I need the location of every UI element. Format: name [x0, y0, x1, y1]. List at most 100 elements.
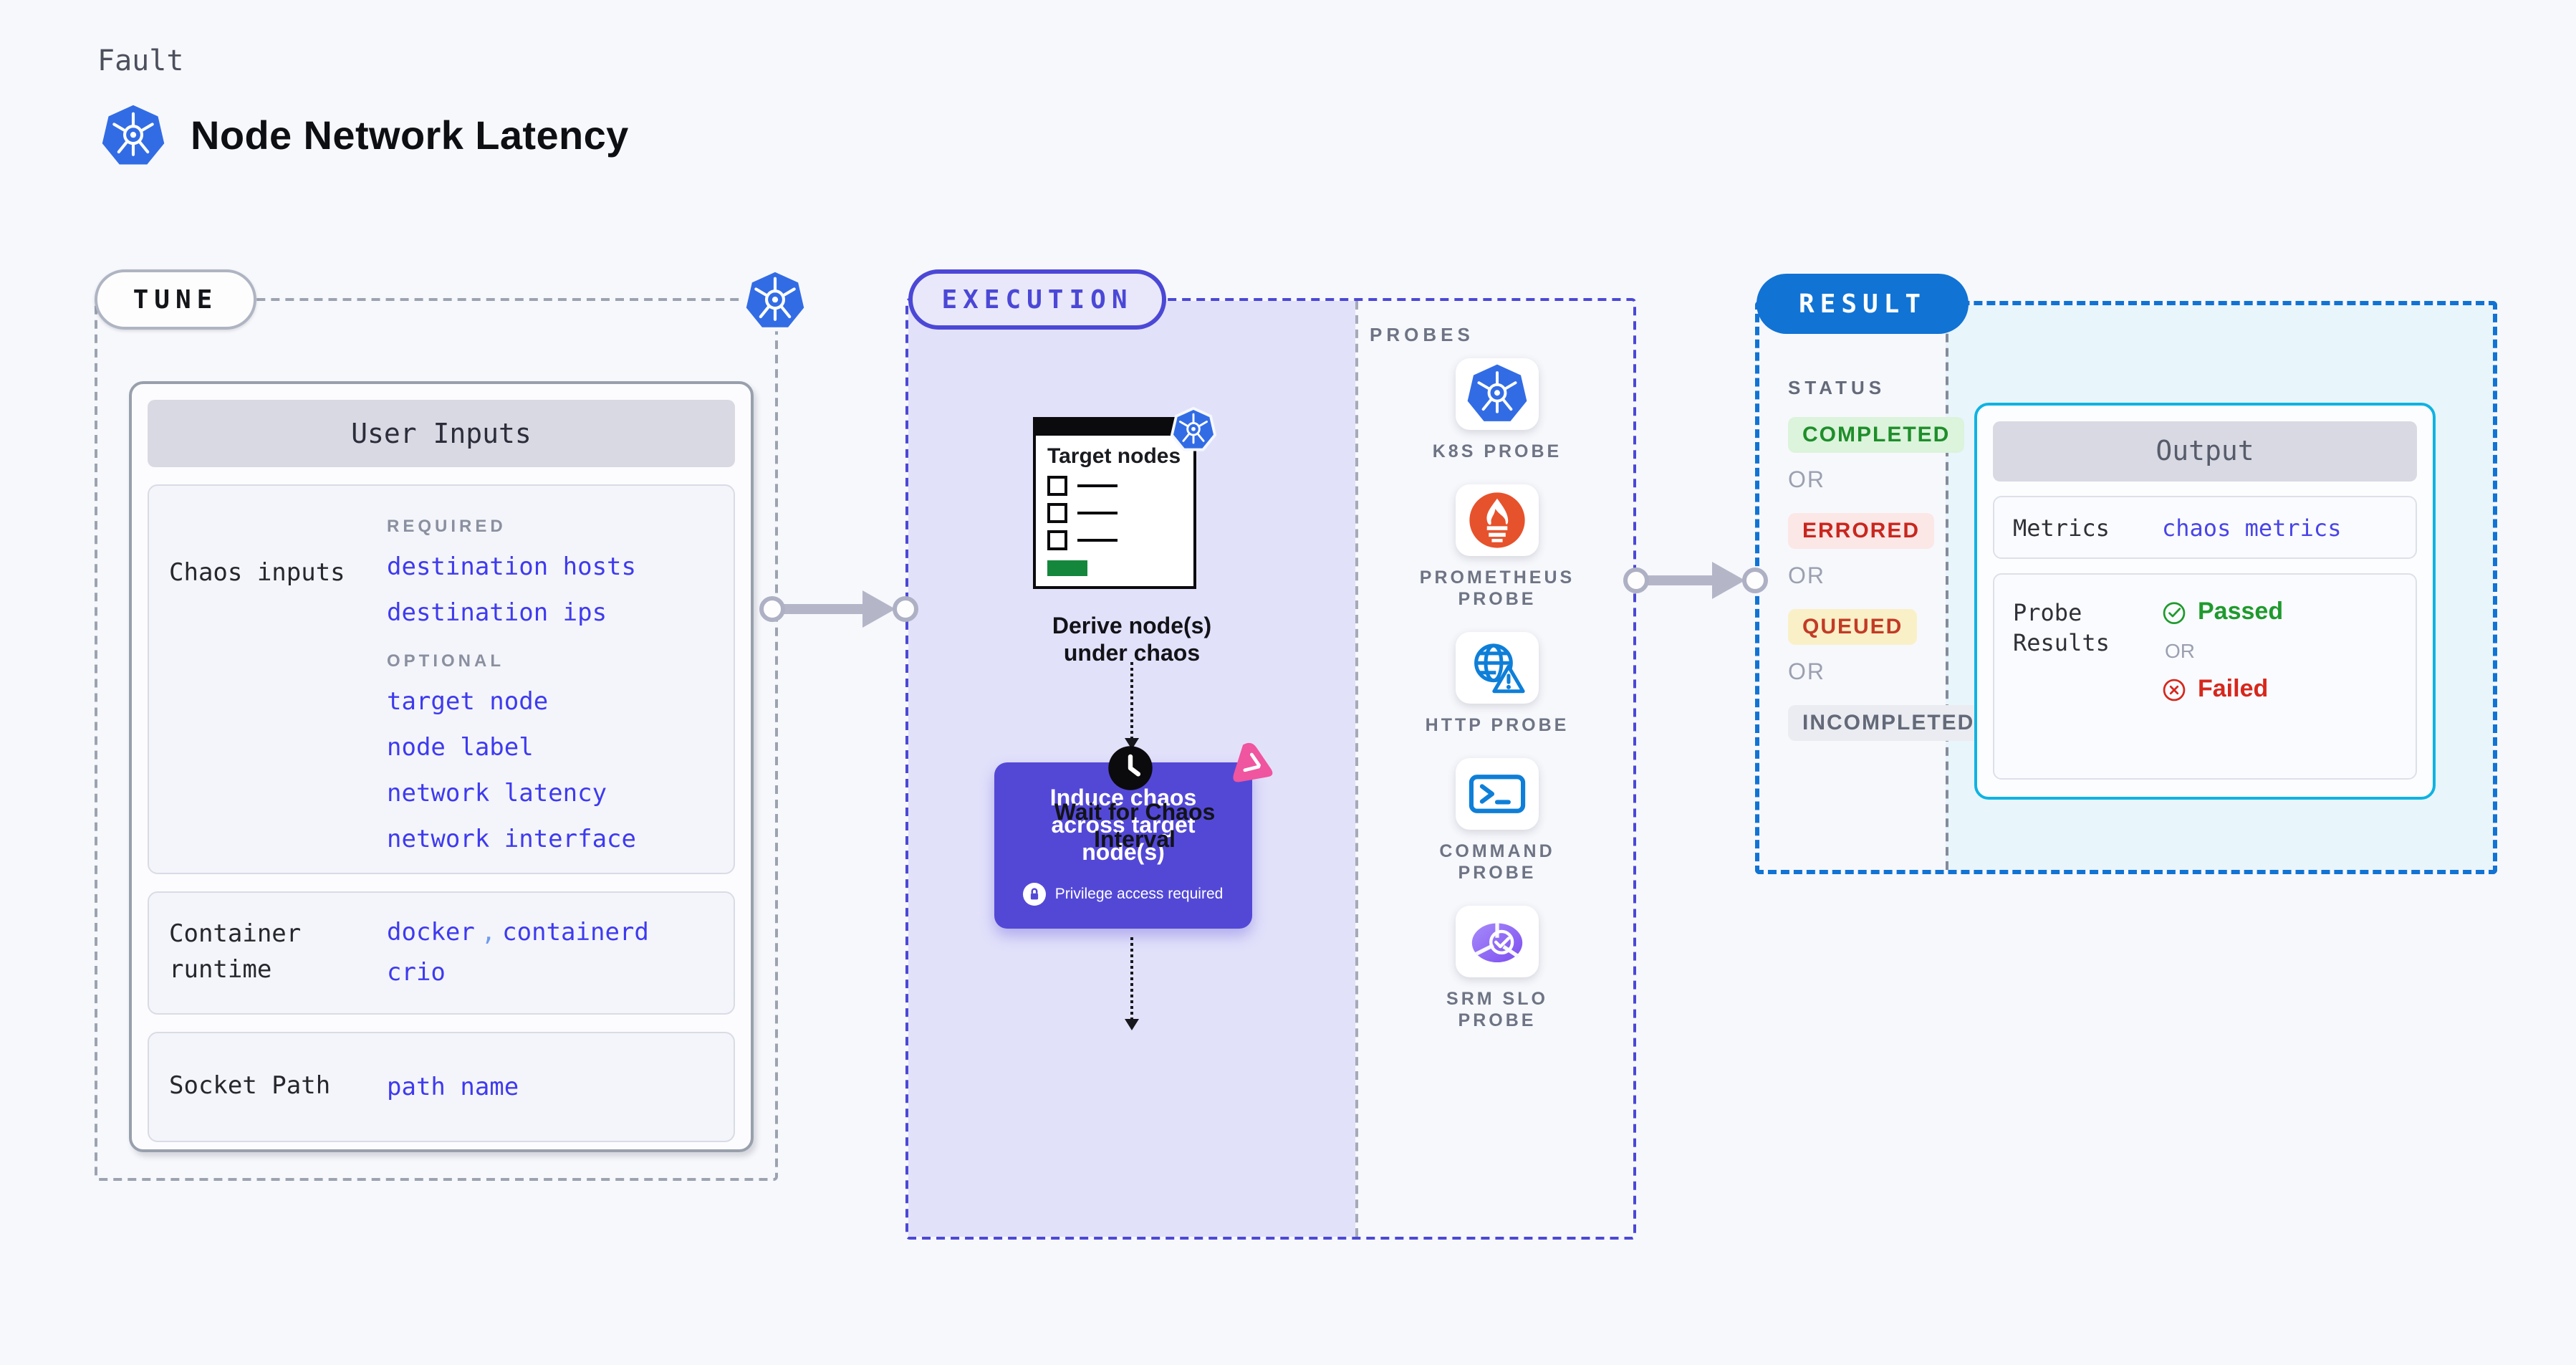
tune-to-execution-arrow: [759, 589, 918, 629]
connector-dot: [1742, 567, 1768, 593]
metrics-value: chaos metrics: [2162, 514, 2342, 541]
fault-eyebrow: Fault: [97, 43, 184, 77]
probe-item-command: COMMAND PROBE: [1413, 758, 1582, 884]
probe-item-http: HTTP PROBE: [1413, 632, 1582, 737]
status-badge-errored: ERRORED: [1788, 513, 1935, 549]
probe-result-passed: Passed: [2162, 598, 2283, 626]
failed-label: Failed: [2198, 675, 2269, 702]
input-node-label: node label: [387, 734, 534, 762]
probe-item-srm-slo: SRM SLO PROBE: [1413, 906, 1582, 1032]
chaos-inputs-label: Chaos inputs: [169, 559, 345, 588]
metrics-row: Metrics chaos metrics: [1993, 496, 2417, 559]
node-checkbox-row: [1047, 503, 1182, 523]
chaos-inputs-values: REQUIRED destination hosts destination i…: [387, 516, 636, 873]
socket-path-label: Socket Path: [169, 1072, 331, 1101]
input-network-latency: network latency: [387, 780, 607, 808]
execution-to-result-arrow: [1623, 560, 1768, 600]
flow-arrow-down: [1125, 662, 1139, 749]
input-network-interface: network interface: [387, 825, 636, 854]
kubernetes-icon: [1171, 407, 1216, 453]
kubernetes-icon: [1466, 363, 1529, 426]
probes-divider: [1355, 301, 1358, 1237]
probe-results-values: Passed OR Failed: [2162, 598, 2283, 704]
chaos-inputs-section: Chaos inputs REQUIRED destination hosts …: [148, 484, 735, 874]
check-circle-icon: [2162, 600, 2186, 624]
execution-section: EXECUTION Target nodes Derive node(s) un…: [905, 269, 1639, 1240]
socket-path-section: Socket Path path name: [148, 1032, 735, 1142]
container-runtime-values: docker , containerd crio: [387, 919, 649, 987]
probe-item-prometheus: PROMETHEUS PROBE: [1413, 484, 1582, 610]
required-tag: REQUIRED: [387, 516, 506, 536]
target-nodes-title: Target nodes: [1047, 444, 1181, 469]
input-destination-ips: destination ips: [387, 599, 607, 628]
lock-icon: [1024, 883, 1047, 906]
checkbox-icon: [1047, 503, 1067, 523]
tune-pill: TUNE: [95, 269, 256, 330]
page-title: Node Network Latency: [191, 113, 629, 158]
status-badge-queued: QUEUED: [1788, 609, 1918, 645]
srm-slo-icon: [1466, 910, 1529, 973]
result-pill: RESULT: [1756, 274, 1969, 334]
probe-result-failed: Failed: [2162, 675, 2283, 704]
x-circle-icon: [2162, 677, 2186, 701]
passed-label: Passed: [2198, 598, 2284, 625]
clock-icon: [1107, 745, 1153, 791]
connector-dot: [759, 596, 785, 622]
probes-heading: PROBES: [1370, 324, 1474, 345]
probe-results-label: Probe Results: [2013, 599, 2110, 656]
probe-label: COMMAND PROBE: [1439, 841, 1555, 883]
probes-list: K8S PROBE PROMETHEUS PROBE HTTP PROBE CO…: [1355, 358, 1639, 1032]
derive-nodes-label: Derive node(s) under chaos: [1052, 615, 1212, 666]
output-panel: Output Metrics chaos metrics Probe Resul…: [1974, 403, 2436, 800]
target-nodes-card: Target nodes: [1033, 417, 1196, 589]
node-checkbox-row: [1047, 530, 1182, 550]
probe-label: K8S PROBE: [1432, 441, 1562, 461]
result-section: RESULT STATUS COMPLETED OR ERRORED OR QU…: [1755, 274, 2497, 874]
kubernetes-icon: [100, 103, 166, 169]
runtime-separator: ,: [481, 919, 496, 947]
status-badge-incompleted: INCOMPLETED: [1788, 705, 1989, 741]
induce-chaos-label: Induce chaos across target node(s): [1049, 787, 1197, 866]
or-label: OR: [2165, 639, 2195, 662]
privilege-note-text: Privilege access required: [1054, 886, 1224, 903]
or-label: OR: [1788, 469, 1825, 493]
select-button: [1047, 560, 1087, 576]
connector-dot: [893, 596, 918, 622]
tune-section: TUNE User Inputs Chaos inputs REQUIRED d…: [95, 298, 778, 1181]
input-target-node: target node: [387, 688, 549, 717]
status-column: STATUS COMPLETED OR ERRORED OR QUEUED OR…: [1788, 377, 1989, 741]
optional-tag: OPTIONAL: [387, 651, 504, 671]
or-label: OR: [1788, 565, 1825, 589]
probe-label: SRM SLO PROBE: [1446, 989, 1548, 1030]
connector-dot: [1623, 567, 1649, 593]
user-inputs-header: User Inputs: [148, 400, 735, 467]
container-runtime-label: Container runtime: [169, 920, 302, 985]
kubernetes-icon: [742, 268, 808, 334]
container-runtime-section: Container runtime docker , containerd cr…: [148, 891, 735, 1015]
flow-arrow-down: [1125, 937, 1139, 1030]
input-destination-hosts: destination hosts: [387, 553, 636, 582]
wait-interval-label: Wait for Chaos Interval: [1054, 801, 1216, 853]
litmus-chaos-icon: [1226, 741, 1275, 790]
status-badge-completed: COMPLETED: [1788, 417, 1965, 453]
runtime-crio: crio: [387, 959, 446, 987]
page-header: Node Network Latency: [100, 103, 629, 169]
node-checkbox-row: [1047, 476, 1182, 496]
induce-chaos-box: Induce chaos across target node(s) Privi…: [994, 762, 1252, 929]
prometheus-icon: [1467, 490, 1527, 550]
window-titlebar: [1036, 420, 1193, 436]
metrics-label: Metrics: [2013, 514, 2110, 541]
http-globe-icon: [1467, 638, 1527, 698]
or-label: OR: [1788, 661, 1825, 685]
terminal-icon: [1466, 762, 1529, 825]
runtime-docker: docker: [387, 919, 475, 947]
socket-path-value: path name: [387, 1073, 519, 1101]
status-heading: STATUS: [1788, 377, 1886, 398]
probe-item-k8s: K8S PROBE: [1413, 358, 1582, 463]
checkbox-icon: [1047, 530, 1067, 550]
user-inputs-card: User Inputs Chaos inputs REQUIRED destin…: [129, 381, 754, 1152]
probe-label: PROMETHEUS PROBE: [1419, 567, 1575, 609]
output-header: Output: [1993, 421, 2417, 482]
checkbox-icon: [1047, 476, 1067, 496]
